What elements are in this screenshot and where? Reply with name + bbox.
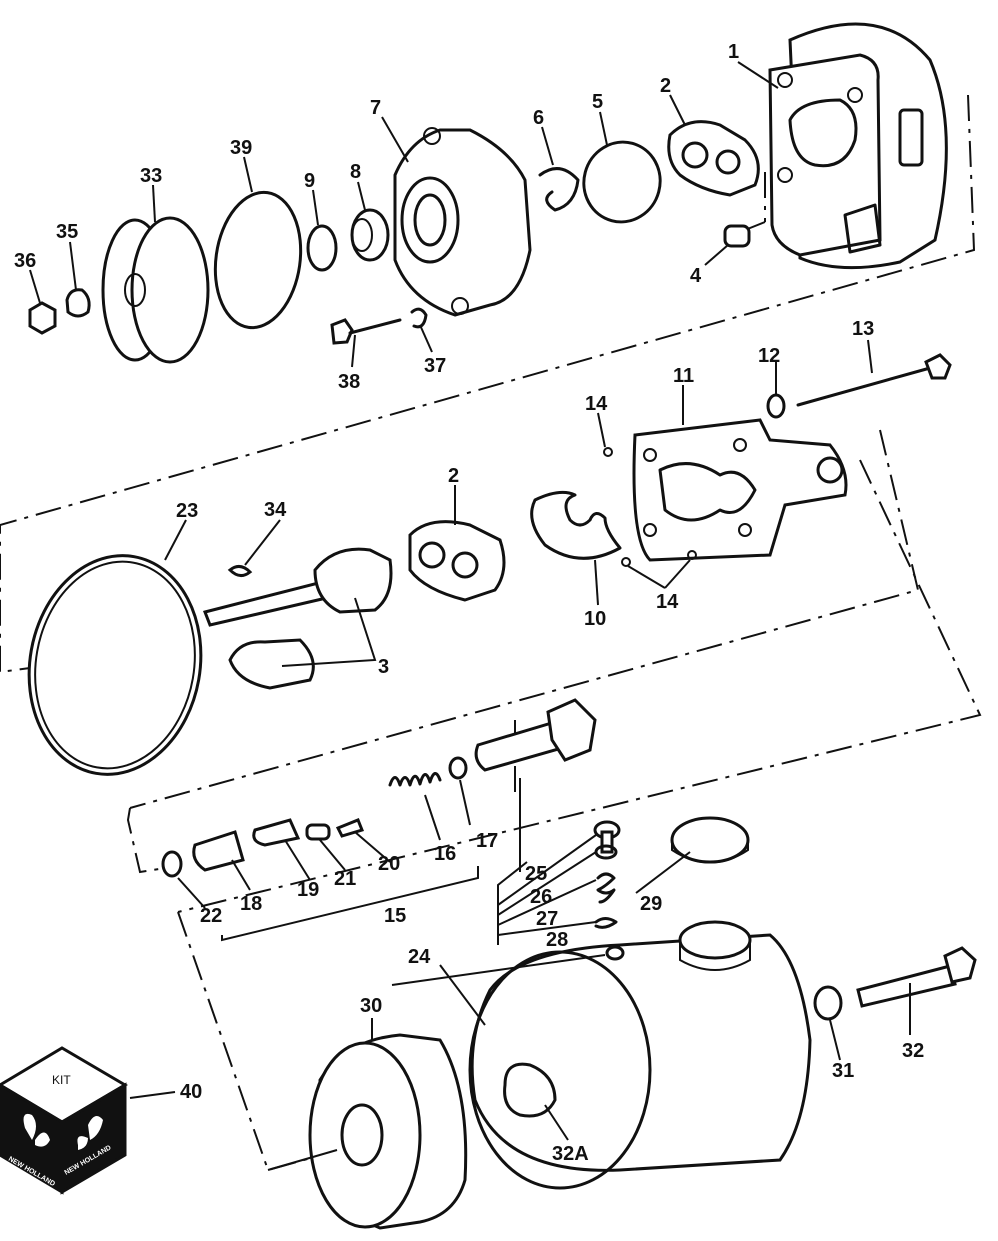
label-part-21: 21 — [334, 868, 356, 890]
part-14-ball-bottom-a — [621, 557, 631, 567]
label-part-11: 11 — [673, 365, 694, 387]
label-part-9: 9 — [304, 170, 315, 192]
part-4-dowel — [723, 224, 751, 248]
label-part-5: 5 — [592, 91, 603, 113]
label-part-24: 24 — [408, 946, 431, 968]
part-5-oring — [582, 140, 662, 224]
label-part-37: 37 — [424, 355, 446, 377]
label-part-26: 26 — [530, 886, 552, 908]
label-part-13: 13 — [852, 318, 874, 340]
label-part-1: 1 — [728, 41, 739, 63]
label-part-25: 25 — [525, 863, 547, 885]
label-part-38: 38 — [338, 371, 360, 393]
leaf-logo-icon — [23, 1113, 50, 1147]
part-16-spring — [388, 772, 442, 787]
kit-box: KIT NEW HOLLAND NEW HOLLAND — [0, 1046, 128, 1195]
label-part-4: 4 — [690, 265, 702, 287]
part-18-seat — [192, 830, 245, 872]
label-part-28: 28 — [546, 929, 568, 951]
label-part-3: 3 — [378, 656, 389, 678]
part-24-reservoir — [468, 920, 812, 1190]
label-part-2-top: 2 — [660, 75, 671, 97]
part-14-ball-top — [603, 447, 613, 457]
label-part-6: 6 — [533, 107, 544, 129]
kit-box-label: KIT — [52, 1073, 71, 1087]
part-6-seal — [538, 167, 580, 212]
part-3-gear-shafts — [202, 547, 393, 690]
label-part-2-middle: 2 — [448, 465, 459, 487]
part-31-washer — [813, 985, 843, 1021]
part-1-housing — [768, 22, 948, 270]
part-2-pump-body-top — [667, 120, 760, 197]
part-30-filter — [308, 1033, 468, 1230]
part-23-large-ring — [27, 554, 203, 776]
part-29-cap — [670, 816, 750, 864]
leader-lines — [29, 61, 911, 1171]
label-part-17: 17 — [476, 830, 498, 852]
part-36-nut — [28, 301, 57, 335]
part-10-seal — [530, 490, 622, 560]
part-22-oring — [161, 850, 183, 878]
label-part-22: 22 — [200, 905, 222, 927]
label-part-12: 12 — [758, 345, 780, 367]
part-7-front-housing — [393, 127, 532, 317]
part-39-oring — [213, 190, 303, 330]
part-34-key — [227, 565, 253, 577]
part-38-bolt — [330, 318, 402, 345]
label-part-18: 18 — [240, 893, 262, 915]
label-part-10: 10 — [584, 608, 606, 630]
part-13-long-bolt — [796, 353, 952, 407]
label-part-23: 23 — [176, 500, 198, 522]
part-9-snap-ring — [306, 224, 338, 272]
part-23-large-ring-inner — [34, 560, 196, 770]
part-28-clip — [594, 917, 618, 929]
part-8-bearing — [350, 208, 390, 262]
label-part-14-top: 14 — [585, 393, 608, 415]
label-part-32a: 32A — [552, 1143, 589, 1165]
label-part-36: 36 — [14, 250, 36, 272]
label-part-31: 31 — [832, 1060, 854, 1082]
part-11-end-plate — [632, 418, 848, 562]
label-part-19: 19 — [297, 879, 319, 901]
label-part-39: 39 — [230, 137, 252, 159]
label-part-29: 29 — [640, 893, 662, 915]
part-19-valve — [252, 818, 301, 847]
leaf-logo-icon — [77, 1116, 103, 1150]
label-part-7: 7 — [370, 97, 381, 119]
label-part-34: 34 — [264, 499, 287, 521]
part-37-lockwasher — [410, 307, 428, 329]
label-part-27: 27 — [536, 908, 558, 930]
part-32-bolt — [856, 946, 977, 1008]
part-fitting-bolt — [474, 698, 597, 772]
label-part-14-bottom: 14 — [656, 591, 679, 613]
label-part-40: 40 — [180, 1081, 202, 1103]
part-21-plunger — [305, 823, 331, 841]
label-part-35: 35 — [56, 221, 78, 243]
part-14-ball-bottom-b — [687, 550, 697, 560]
label-part-16: 16 — [434, 843, 456, 865]
label-part-8: 8 — [350, 161, 361, 183]
part-27-spring — [596, 872, 616, 904]
label-part-30: 30 — [360, 995, 382, 1017]
part-17-washer — [448, 756, 468, 780]
part-12-washer — [766, 393, 786, 419]
part-25-screw — [593, 820, 621, 854]
label-part-33: 33 — [140, 165, 162, 187]
part-33-gear — [101, 216, 210, 364]
part-labels: 1 2 5 6 7 8 9 39 33 35 36 38 37 4 12 13 … — [14, 41, 924, 1165]
label-part-20: 20 — [378, 853, 400, 875]
label-part-15: 15 — [384, 905, 406, 927]
part-35-washer — [65, 288, 91, 318]
label-part-32: 32 — [902, 1040, 924, 1062]
part-2-pump-body-middle — [408, 520, 506, 602]
part-20-pin — [335, 818, 365, 838]
